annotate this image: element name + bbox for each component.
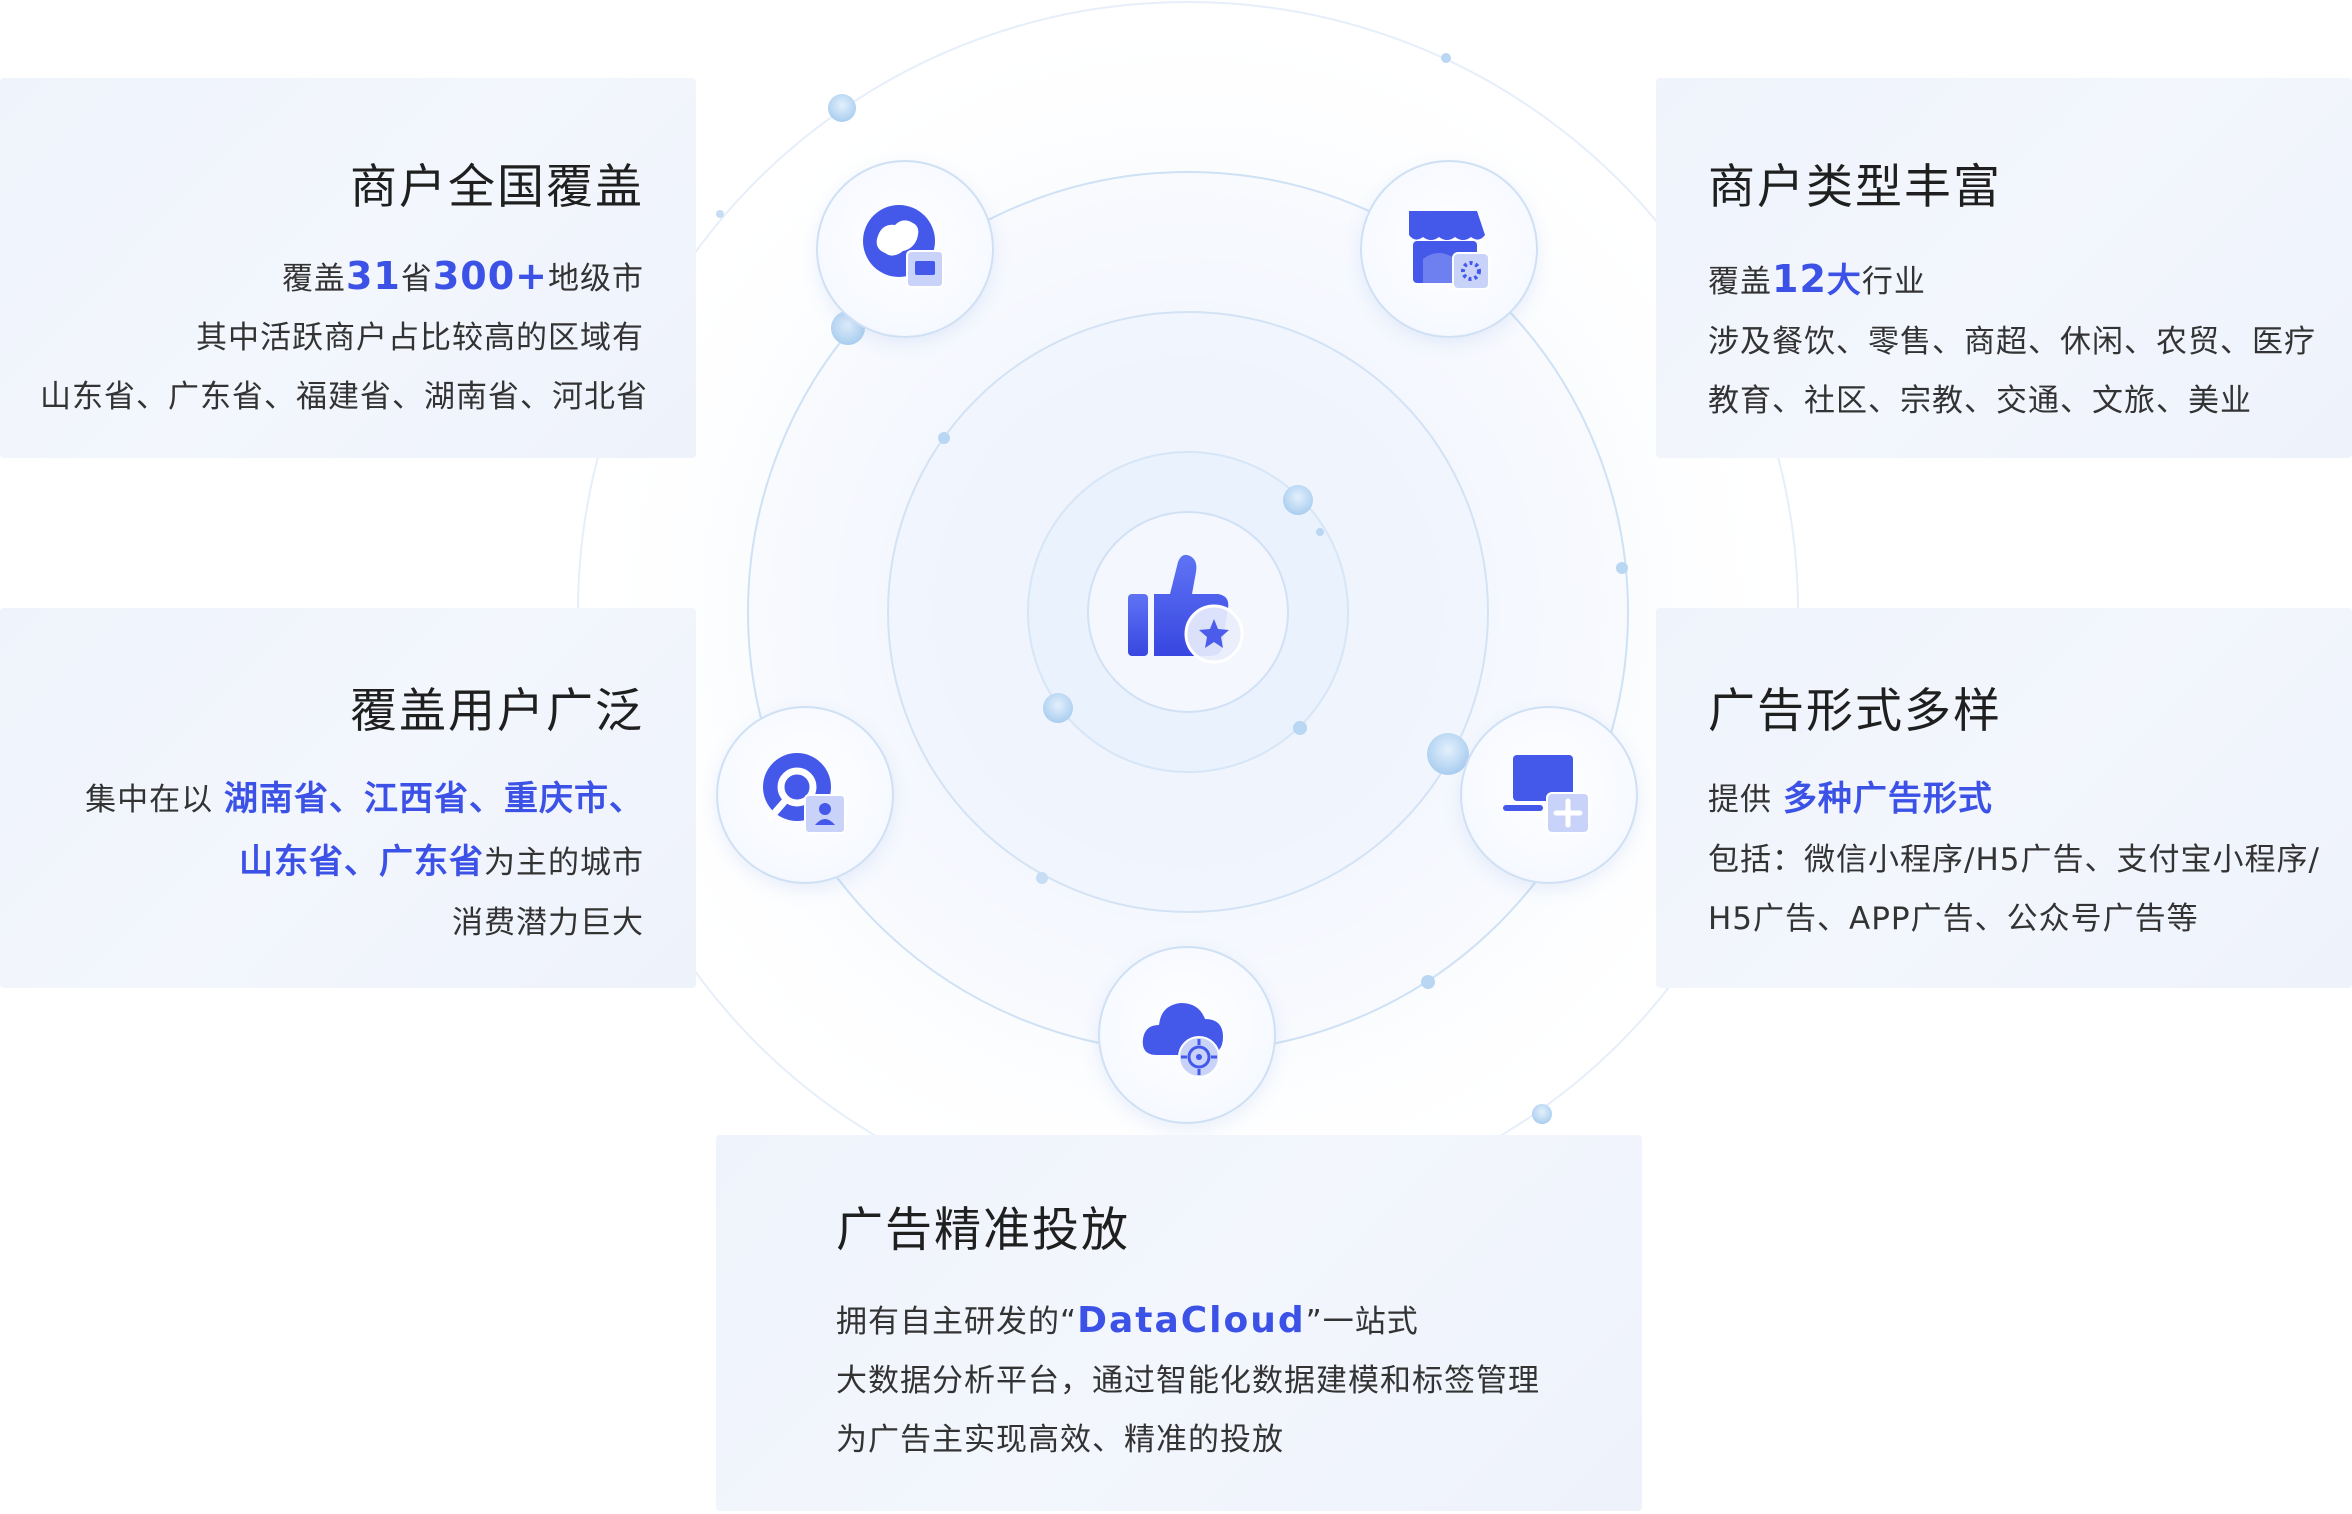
orbit-dot xyxy=(1441,53,1451,63)
card-title: 广告形式多样 xyxy=(1708,684,2002,739)
ad-formats-line: 提供 多种广告形式 xyxy=(1708,779,1993,819)
orbit-dot xyxy=(938,432,950,444)
orbit-dot xyxy=(1616,562,1628,574)
merchant-coverage-card: 商户全国覆盖 覆盖31省300+地级市 其中活跃商户占比较高的区域有 山东省、广… xyxy=(0,78,696,458)
china-map-icon xyxy=(863,205,944,288)
industry-list-line-1: 涉及餐饮、零售、商超、休闲、农贸、医疗 xyxy=(1708,324,2316,360)
user-search-icon xyxy=(763,753,846,834)
consumption-line: 消费潜力巨大 xyxy=(452,905,644,941)
store-icon xyxy=(1409,211,1490,290)
active-region-line: 其中活跃商户占比较高的区域有 xyxy=(196,320,644,356)
orbit-dot xyxy=(1043,693,1073,723)
city-focus-line-2: 山东省、广东省为主的城市 xyxy=(239,842,644,882)
orbit-dot xyxy=(1421,975,1435,989)
merchant-types-card: 商户类型丰富 覆盖12大行业 涉及餐饮、零售、商超、休闲、农贸、医疗 教育、社区… xyxy=(1656,78,2352,458)
orbit-dot xyxy=(828,94,856,122)
orbit-dot xyxy=(1532,1104,1552,1124)
ad-icon-circle xyxy=(1460,706,1638,884)
card-title: 覆盖用户广泛 xyxy=(350,684,644,739)
ad-channels-line-1: 包括：微信小程序/H5广告、支付宝小程序/ xyxy=(1708,842,2320,878)
industry-list-line-2: 教育、社区、宗教、交通、文旅、美业 xyxy=(1708,383,2252,419)
map-icon-circle xyxy=(816,160,994,338)
cloud-target-icon xyxy=(1142,1003,1223,1078)
orbit-dot xyxy=(1293,721,1307,735)
card-title: 商户类型丰富 xyxy=(1708,160,2002,215)
user-icon-circle xyxy=(716,706,894,884)
ad-formats-card: 广告形式多样 提供 多种广告形式 包括：微信小程序/H5广告、支付宝小程序/ H… xyxy=(1656,608,2352,988)
orbit-dot xyxy=(1283,485,1313,515)
cloud-icon-circle xyxy=(1098,946,1276,1124)
industry-count-line: 覆盖12大行业 xyxy=(1708,257,1926,301)
orbit-dot xyxy=(716,210,724,218)
thumbs-up-star-icon xyxy=(1128,554,1244,664)
orbit-dot xyxy=(1316,528,1324,536)
store-icon-circle xyxy=(1360,160,1538,338)
orbit-dot xyxy=(1427,733,1469,775)
province-list-line: 山东省、广东省、福建省、湖南省、河北省 xyxy=(40,379,648,415)
advertiser-line: 为广告主实现高效、精准的投放 xyxy=(836,1422,1284,1458)
precise-ads-card: 广告精准投放 拥有自主研发的“DataCloud”一站式 大数据分析平台，通过智… xyxy=(716,1135,1642,1511)
platform-line: 大数据分析平台，通过智能化数据建模和标签管理 xyxy=(836,1363,1540,1399)
user-coverage-card: 覆盖用户广泛 集中在以 湖南省、江西省、重庆市、 山东省、广东省为主的城市 消费… xyxy=(0,608,696,988)
card-title: 广告精准投放 xyxy=(836,1203,1130,1258)
orbit-dot xyxy=(1036,872,1048,884)
card-title: 商户全国覆盖 xyxy=(350,160,644,215)
monitor-plus-icon xyxy=(1503,755,1590,834)
ad-channels-line-2: H5广告、APP广告、公众号广告等 xyxy=(1708,901,2199,937)
coverage-line: 覆盖31省300+地级市 xyxy=(281,254,644,298)
city-focus-line-1: 集中在以 湖南省、江西省、重庆市、 xyxy=(85,779,644,819)
datacloud-line: 拥有自主研发的“DataCloud”一站式 xyxy=(836,1300,1419,1341)
